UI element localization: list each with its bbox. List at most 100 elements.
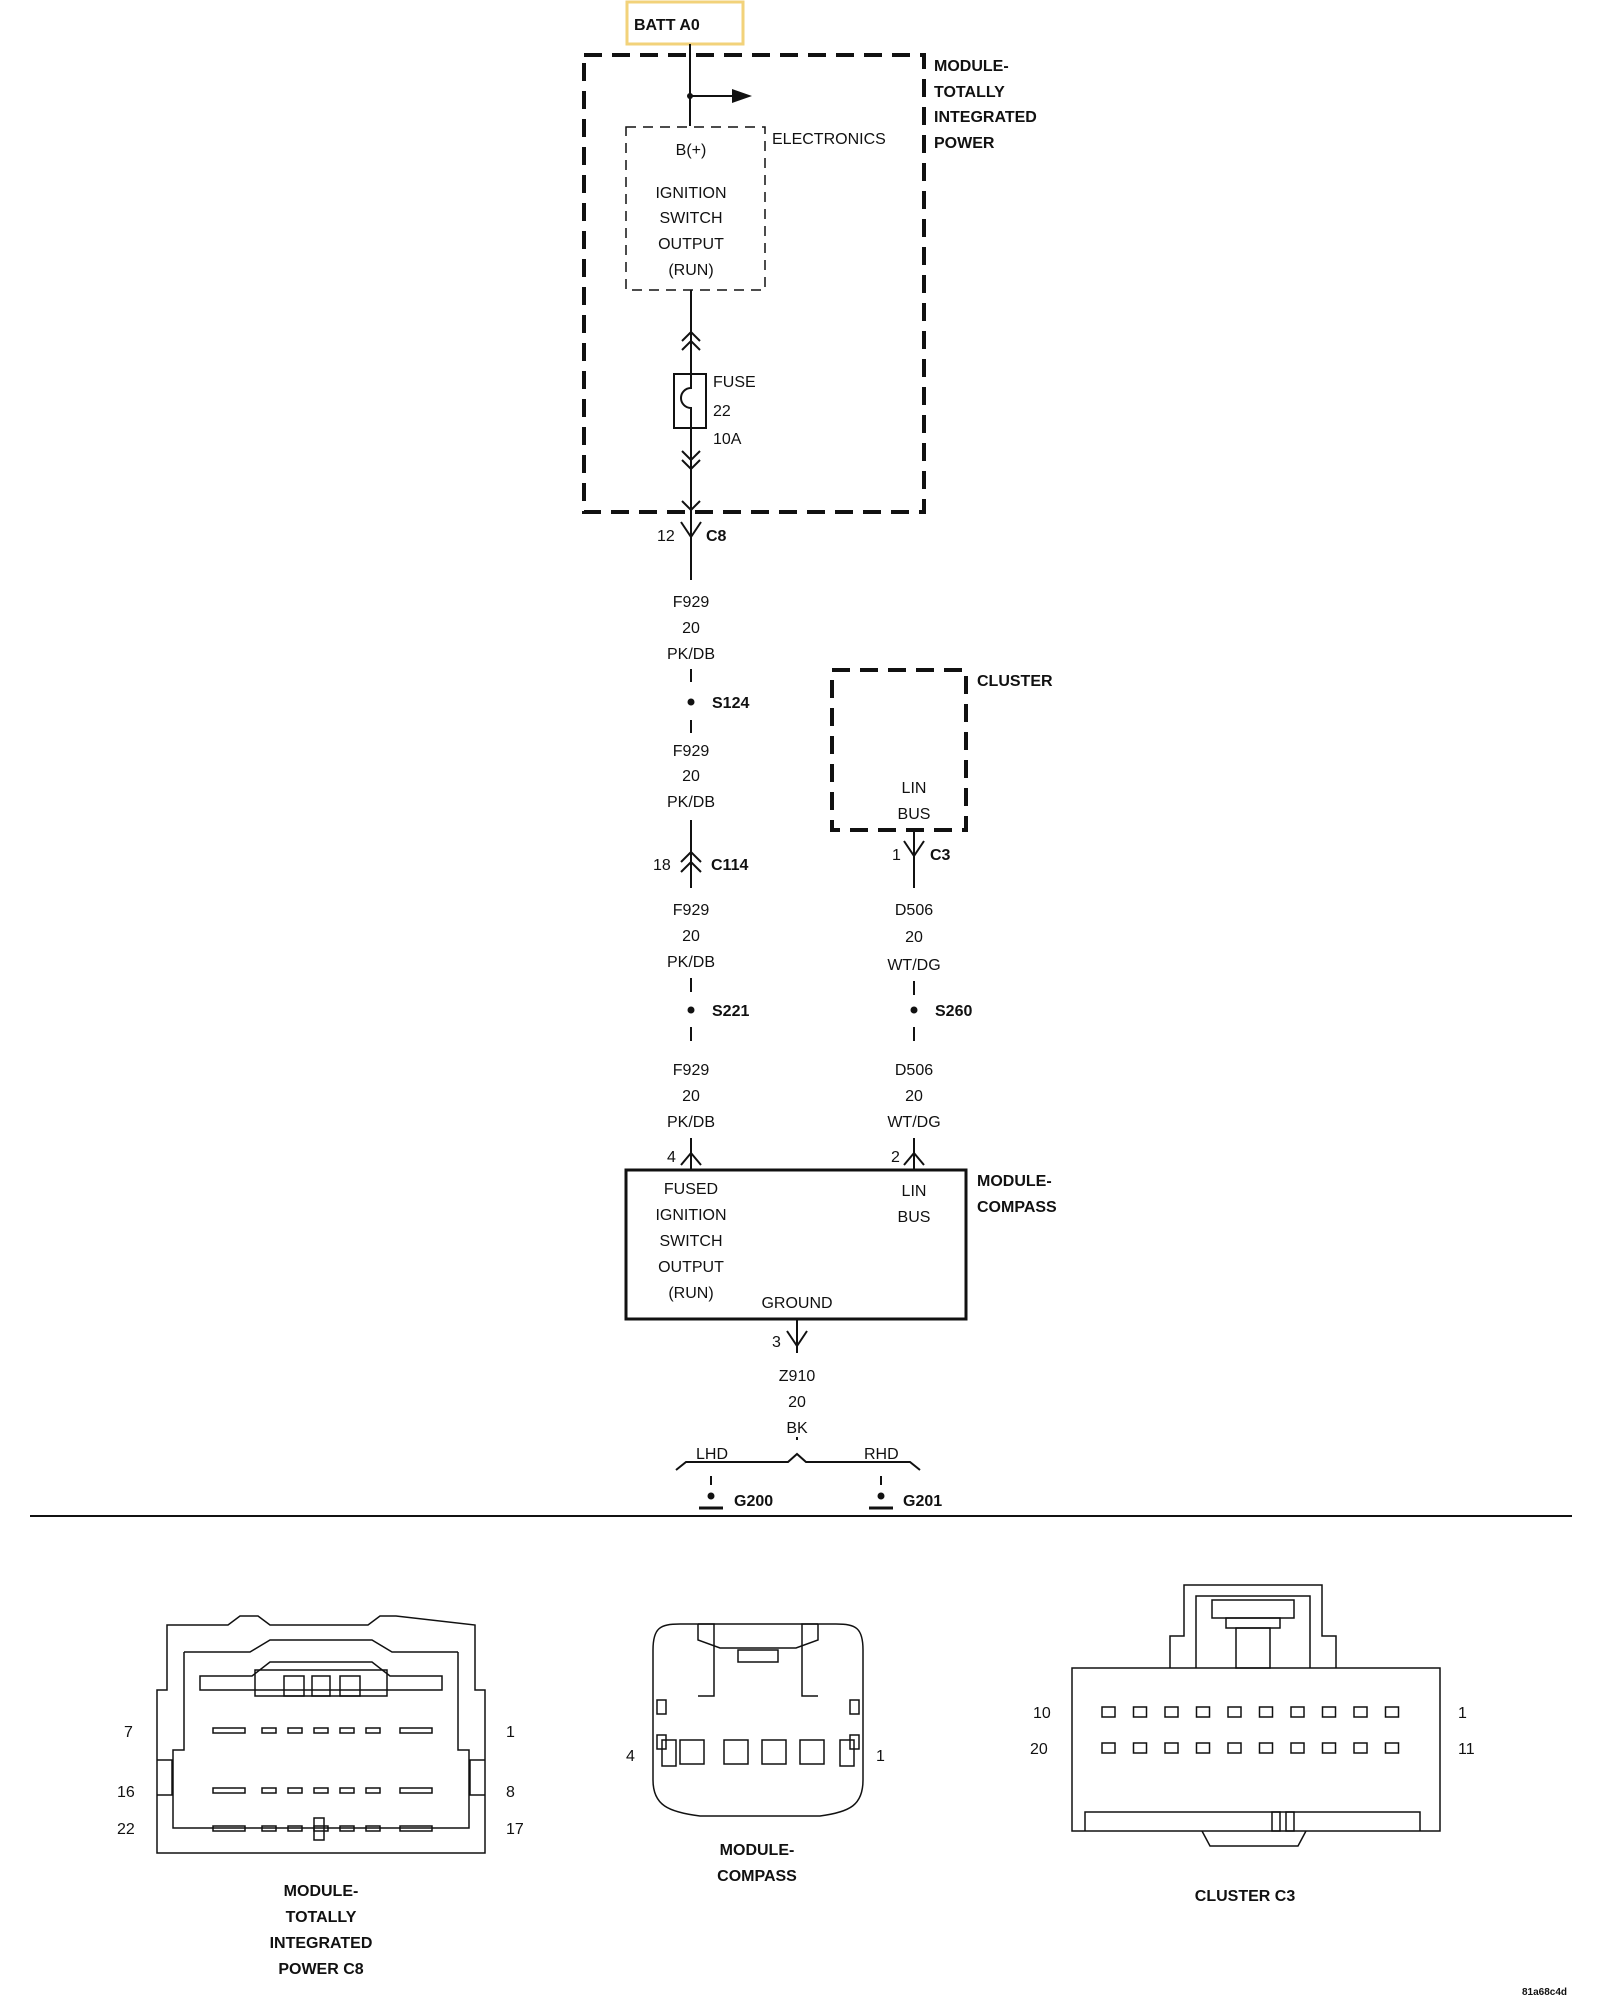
svg-text:SWITCH: SWITCH: [659, 210, 722, 227]
connector-cavity: [1321, 1742, 1337, 1754]
connector-cavity: [365, 1787, 381, 1794]
connector-cavity: [339, 1825, 355, 1832]
connector-cavity: [1290, 1706, 1305, 1718]
connector-ground-icon: [786, 1330, 808, 1348]
connector-cavity: [261, 1787, 277, 1794]
connector-cavity: [287, 1727, 303, 1734]
connector-c114-icon: [680, 850, 702, 863]
connector-cavity: [1164, 1742, 1179, 1754]
svg-text:INTEGRATED: INTEGRATED: [934, 109, 1037, 126]
connector-cavity: [399, 1787, 433, 1794]
svg-text:G200: G200: [734, 1493, 773, 1510]
svg-text:OUTPUT: OUTPUT: [658, 1259, 724, 1276]
connector-cavity: [261, 1727, 277, 1734]
batt-label: BATT A0: [634, 17, 700, 34]
svg-text:G201: G201: [903, 1493, 942, 1510]
c8-name: C8: [706, 528, 727, 545]
connector-cavity: [679, 1739, 705, 1765]
splice-s221: [687, 1006, 695, 1014]
compass-connector-view: [652, 1623, 864, 1817]
svg-text:RHD: RHD: [864, 1446, 899, 1463]
svg-text:MODULE-: MODULE-: [934, 58, 1009, 75]
svg-text:F929: F929: [673, 594, 710, 611]
connector-cavity: [339, 1727, 355, 1734]
svg-text:20: 20: [682, 768, 700, 785]
connector-cavity: [287, 1825, 303, 1832]
svg-text:PK/DB: PK/DB: [667, 646, 715, 663]
tipm-module-outline: [582, 53, 926, 514]
electronics-box: [625, 126, 766, 291]
svg-text:(RUN): (RUN): [668, 262, 713, 279]
document-id: 81a68c4d: [1522, 1987, 1567, 1998]
splice-s124: [687, 698, 695, 706]
svg-text:COMPASS: COMPASS: [717, 1868, 797, 1885]
svg-text:1: 1: [892, 847, 901, 864]
connector-cavity: [1227, 1706, 1242, 1718]
svg-text:C3: C3: [930, 847, 951, 864]
svg-text:11: 11: [1458, 1741, 1475, 1758]
connector-cavity: [339, 1787, 355, 1794]
connector-cavity: [1384, 1706, 1400, 1718]
compass-connector-caption: MODULE- COMPASS: [717, 1842, 797, 1885]
connector-cavity: [1164, 1706, 1179, 1718]
connector-cavity: [1195, 1742, 1211, 1754]
svg-text:FUSED: FUSED: [664, 1181, 718, 1198]
svg-text:MODULE-: MODULE-: [977, 1173, 1052, 1190]
connector-c3-icon: [903, 840, 925, 858]
svg-text:WT/DG: WT/DG: [887, 1114, 940, 1131]
svg-text:22: 22: [713, 403, 731, 420]
arrow-right-icon: [732, 89, 752, 103]
svg-text:FUSE: FUSE: [713, 374, 756, 391]
tipm-module-name: MODULE- TOTALLY INTEGRATED POWER: [934, 58, 1037, 152]
svg-text:PK/DB: PK/DB: [667, 954, 715, 971]
svg-text:PK/DB: PK/DB: [667, 1114, 715, 1131]
c114-name: C114: [711, 857, 748, 874]
connector-cavity: [1132, 1706, 1148, 1718]
svg-text:INTEGRATED: INTEGRATED: [270, 1935, 373, 1952]
svg-text:Z910: Z910: [779, 1368, 816, 1385]
svg-text:LIN: LIN: [902, 780, 927, 797]
connector-cavity: [1353, 1742, 1368, 1754]
connector-cavity: [399, 1727, 433, 1734]
svg-text:TOTALLY: TOTALLY: [934, 84, 1005, 101]
svg-text:MODULE-: MODULE-: [720, 1842, 795, 1859]
svg-text:F929: F929: [673, 902, 710, 919]
svg-text:1: 1: [1458, 1705, 1467, 1722]
connector-cavity: [799, 1739, 825, 1765]
svg-text:F929: F929: [673, 1062, 710, 1079]
wire-f929-label-2: F929 20 PK/DB: [667, 743, 715, 811]
connector-up-icon: [681, 330, 701, 342]
connector-cavity: [839, 1739, 855, 1767]
compass-lin-bus-label: LIN BUS: [898, 1183, 931, 1226]
svg-text:S124: S124: [712, 695, 749, 712]
svg-text:OUTPUT: OUTPUT: [658, 236, 724, 253]
connector-cavity: [287, 1787, 303, 1794]
c8-pin: 12: [657, 528, 675, 545]
svg-text:8: 8: [506, 1784, 515, 1801]
connector-cavity: [1132, 1742, 1148, 1754]
svg-text:SWITCH: SWITCH: [659, 1233, 722, 1250]
cluster-name: CLUSTER: [977, 673, 1053, 690]
connector-cavity: [1258, 1706, 1274, 1718]
connector-cavity: [313, 1787, 329, 1794]
batt-label-box: [625, 0, 745, 46]
connector-cavity: [1227, 1742, 1242, 1754]
svg-text:10A: 10A: [713, 431, 742, 448]
svg-text:S221: S221: [712, 1003, 749, 1020]
connector-cavity: [313, 1727, 329, 1734]
svg-text:20: 20: [905, 929, 923, 946]
svg-text:IGNITION: IGNITION: [655, 185, 726, 202]
ignition-switch-output-label: B(+) IGNITION SWITCH OUTPUT (RUN): [655, 142, 726, 279]
tipm-c8-caption: MODULE- TOTALLY INTEGRATED POWER C8: [270, 1883, 373, 1978]
connector-cavity: [1290, 1742, 1305, 1754]
svg-text:POWER C8: POWER C8: [278, 1961, 363, 1978]
svg-text:D506: D506: [895, 902, 933, 919]
compass-ground-label: GROUND: [761, 1295, 832, 1312]
svg-text:F929: F929: [673, 743, 710, 760]
compass-module-name: MODULE- COMPASS: [977, 1173, 1057, 1216]
compass-module-box: [624, 1168, 968, 1321]
svg-text:22: 22: [117, 1821, 135, 1838]
tipm-c8-pin-numbers: 7 1 16 8 22 17: [117, 1724, 524, 1838]
connector-cavity: [761, 1739, 787, 1765]
